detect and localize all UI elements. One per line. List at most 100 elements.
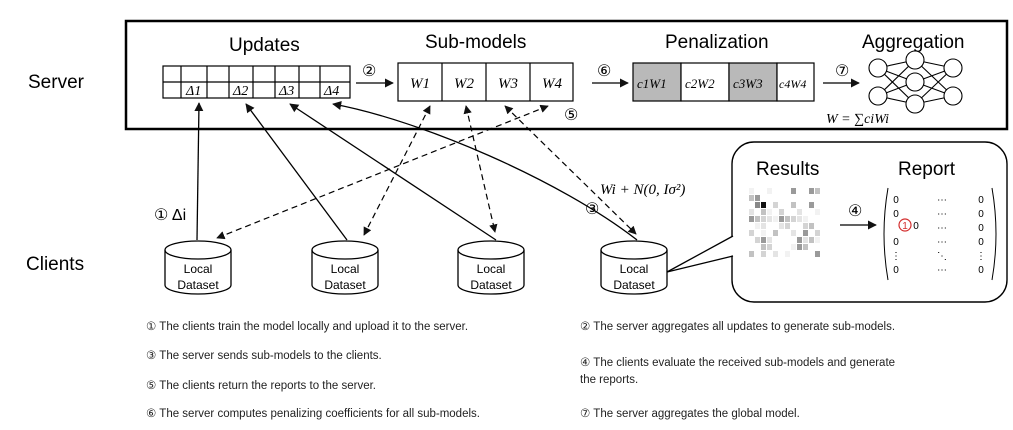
heatmap-cell <box>785 244 790 250</box>
heatmap-cell <box>755 202 760 208</box>
heatmap-cell <box>791 188 796 194</box>
clients-label: Clients <box>26 254 84 275</box>
heatmap-cell <box>791 209 796 215</box>
report-title: Report <box>898 159 956 180</box>
heatmap-cell <box>821 188 826 194</box>
step-5-mark: ⑤ <box>564 107 578 124</box>
update-delta-2: Δ2 <box>232 84 248 99</box>
step-7-mark: ⑦ <box>835 63 849 80</box>
step-3-mark: ③ <box>585 201 599 218</box>
heatmap-cell <box>785 251 790 257</box>
heatmap-cell <box>821 195 826 201</box>
heatmap-cell <box>797 251 802 257</box>
heatmap-cell <box>755 251 760 257</box>
heatmap-cell <box>761 195 766 201</box>
heatmap-cell <box>755 237 760 243</box>
submodels-title: Sub-models <box>425 32 526 53</box>
heatmap-cell <box>767 202 772 208</box>
heatmap-cell <box>815 209 820 215</box>
heatmap-cell <box>779 216 784 222</box>
heatmap-cell <box>821 244 826 250</box>
heatmap-cell <box>779 223 784 229</box>
client-dataset-4: Local Dataset <box>600 240 668 295</box>
heatmap-cell <box>791 202 796 208</box>
heatmap-cell <box>821 209 826 215</box>
heatmap-cell <box>785 209 790 215</box>
heatmap-cell <box>803 195 808 201</box>
submodels-row <box>397 62 574 102</box>
heatmap-cell <box>755 209 760 215</box>
heatmap-cell <box>761 202 766 208</box>
heatmap-cell <box>761 230 766 236</box>
heatmap-cell <box>809 237 814 243</box>
report-matrix-cell: ⋮ <box>891 251 901 262</box>
submodel-w1: W1 <box>410 76 430 92</box>
heatmap-cell <box>797 216 802 222</box>
noise-formula: Wi + N(0, Iσ²) <box>600 182 685 198</box>
heatmap-cell <box>815 223 820 229</box>
heatmap-cell <box>773 202 778 208</box>
heatmap-cell <box>767 237 772 243</box>
heatmap-cell <box>773 230 778 236</box>
aggregation-formula: W = ∑ciWi <box>826 112 889 127</box>
heatmap-cell <box>791 251 796 257</box>
heatmap-cell <box>797 188 802 194</box>
submodel-w2: W2 <box>454 76 474 92</box>
heatmap-cell <box>749 237 754 243</box>
client-dataset-2: Local Dataset <box>311 240 379 295</box>
heatmap-cell <box>803 244 808 250</box>
heatmap-cell <box>755 188 760 194</box>
heatmap-cell <box>815 188 820 194</box>
svg-text:Local: Local <box>331 262 360 276</box>
report-matrix-cell: ⋯ <box>937 195 947 206</box>
heatmap-cell <box>821 237 826 243</box>
heatmap-cell <box>791 195 796 201</box>
legend-1: ① The clients train the model locally an… <box>146 321 469 333</box>
report-matrix-cell: ⋱ <box>937 251 947 262</box>
heatmap-cell <box>761 237 766 243</box>
heatmap-cell <box>809 230 814 236</box>
heatmap-cell <box>779 188 784 194</box>
heatmap-cell <box>785 202 790 208</box>
heatmap-cell <box>821 223 826 229</box>
heatmap-cell <box>821 216 826 222</box>
heatmap-cell <box>779 237 784 243</box>
step-1-mark: ① Δi <box>154 207 186 224</box>
results-report-callout <box>666 141 1008 303</box>
heatmap-cell <box>773 216 778 222</box>
legend-2: ② The server aggregates all updates to g… <box>580 321 896 333</box>
heatmap-cell <box>767 188 772 194</box>
report-matrix-cell: ⋯ <box>937 237 947 248</box>
heatmap-cell <box>749 202 754 208</box>
heatmap-cell <box>773 244 778 250</box>
heatmap-cell <box>779 244 784 250</box>
heatmap-cell <box>803 188 808 194</box>
heatmap-cell <box>749 188 754 194</box>
heatmap-cell <box>809 188 814 194</box>
report-matrix-cell: 0 <box>893 209 899 220</box>
report-highlight-neighbor: 0 <box>913 221 919 232</box>
heatmap-cell <box>797 209 802 215</box>
legend-4a: ④ The clients evaluate the received sub-… <box>580 357 896 369</box>
heatmap-cell <box>755 223 760 229</box>
client-dataset-3: Local Dataset <box>457 240 525 295</box>
report-highlight-circle <box>898 218 912 232</box>
heatmap-cell <box>779 195 784 201</box>
heatmap-cell <box>809 202 814 208</box>
penalization-row <box>632 62 815 102</box>
heatmap-cell <box>815 216 820 222</box>
heatmap-cell <box>767 216 772 222</box>
heatmap-cell <box>761 216 766 222</box>
heatmap-cell <box>803 237 808 243</box>
report-matrix <box>883 187 997 281</box>
heatmap-cell <box>767 251 772 257</box>
heatmap-cell <box>815 195 820 201</box>
heatmap-cell <box>815 237 820 243</box>
heatmap-cell <box>797 230 802 236</box>
heatmap-cell <box>779 230 784 236</box>
heatmap-cell <box>749 230 754 236</box>
svg-text:Dataset: Dataset <box>324 278 366 292</box>
results-heatmap <box>749 188 826 257</box>
heatmap-cell <box>809 209 814 215</box>
